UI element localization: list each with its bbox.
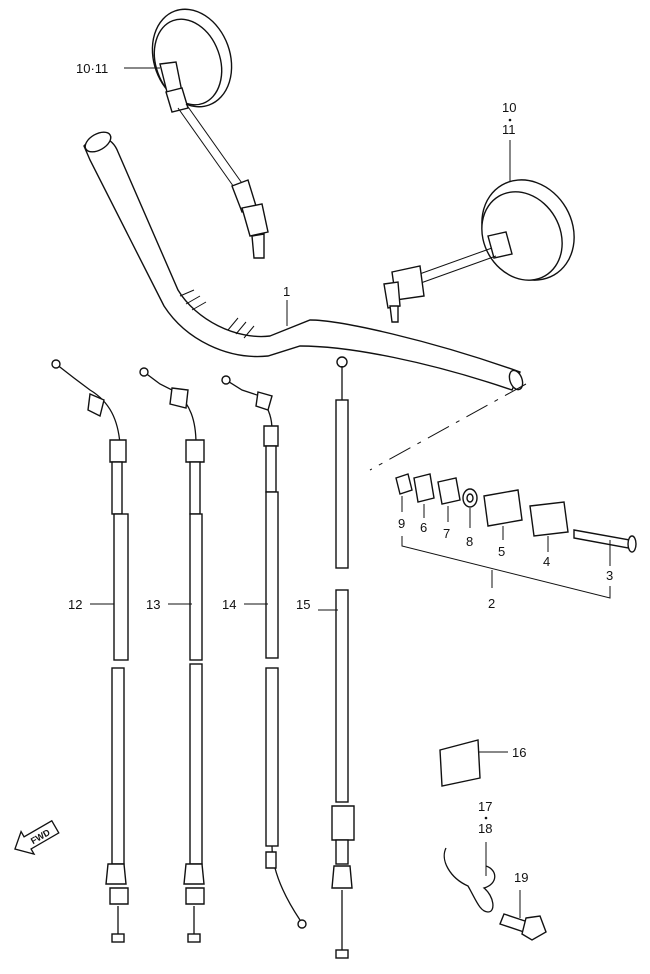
- callout-7: 7: [443, 526, 450, 541]
- callout-10-11-left: 10·11: [76, 61, 108, 76]
- group-bracket-2: [401, 536, 611, 599]
- callout-5: 5: [498, 544, 505, 559]
- left-mirror: [151, 8, 269, 259]
- callout-17: 17: [478, 799, 492, 814]
- bar-end-assembly: [395, 473, 637, 553]
- cable-13: [139, 367, 205, 943]
- callout-19: 19: [514, 870, 528, 885]
- callout-8: 8: [466, 534, 473, 549]
- handlebar: [83, 131, 524, 391]
- callout-dot-17-18: [484, 816, 488, 820]
- cable-15: [331, 356, 355, 959]
- callout-12: 12: [68, 597, 82, 612]
- callout-13: 13: [146, 597, 160, 612]
- cable-clamp-17-18: [443, 847, 496, 913]
- label-plate-16: [439, 739, 481, 787]
- callout-15: 15: [296, 597, 310, 612]
- callout-16: 16: [512, 745, 526, 760]
- callout-9: 9: [398, 516, 405, 531]
- callout-14: 14: [222, 597, 236, 612]
- fwd-direction-badge: FWD: [14, 819, 60, 856]
- right-mirror: [383, 179, 575, 323]
- cable-12: [51, 359, 129, 943]
- alignment-dash-line: [369, 383, 527, 471]
- callout-11-right: 11: [502, 122, 516, 137]
- callout-4: 4: [543, 554, 550, 569]
- cable-14: [221, 375, 307, 929]
- callout-18: 18: [478, 821, 492, 836]
- callout-2: 2: [488, 596, 495, 611]
- callout-1: 1: [283, 284, 290, 299]
- callout-dot-10-11-right: [508, 118, 512, 122]
- bolt-19: [499, 913, 547, 941]
- callout-3: 3: [606, 568, 613, 583]
- callout-10-right: 10: [502, 100, 516, 115]
- callout-6: 6: [420, 520, 427, 535]
